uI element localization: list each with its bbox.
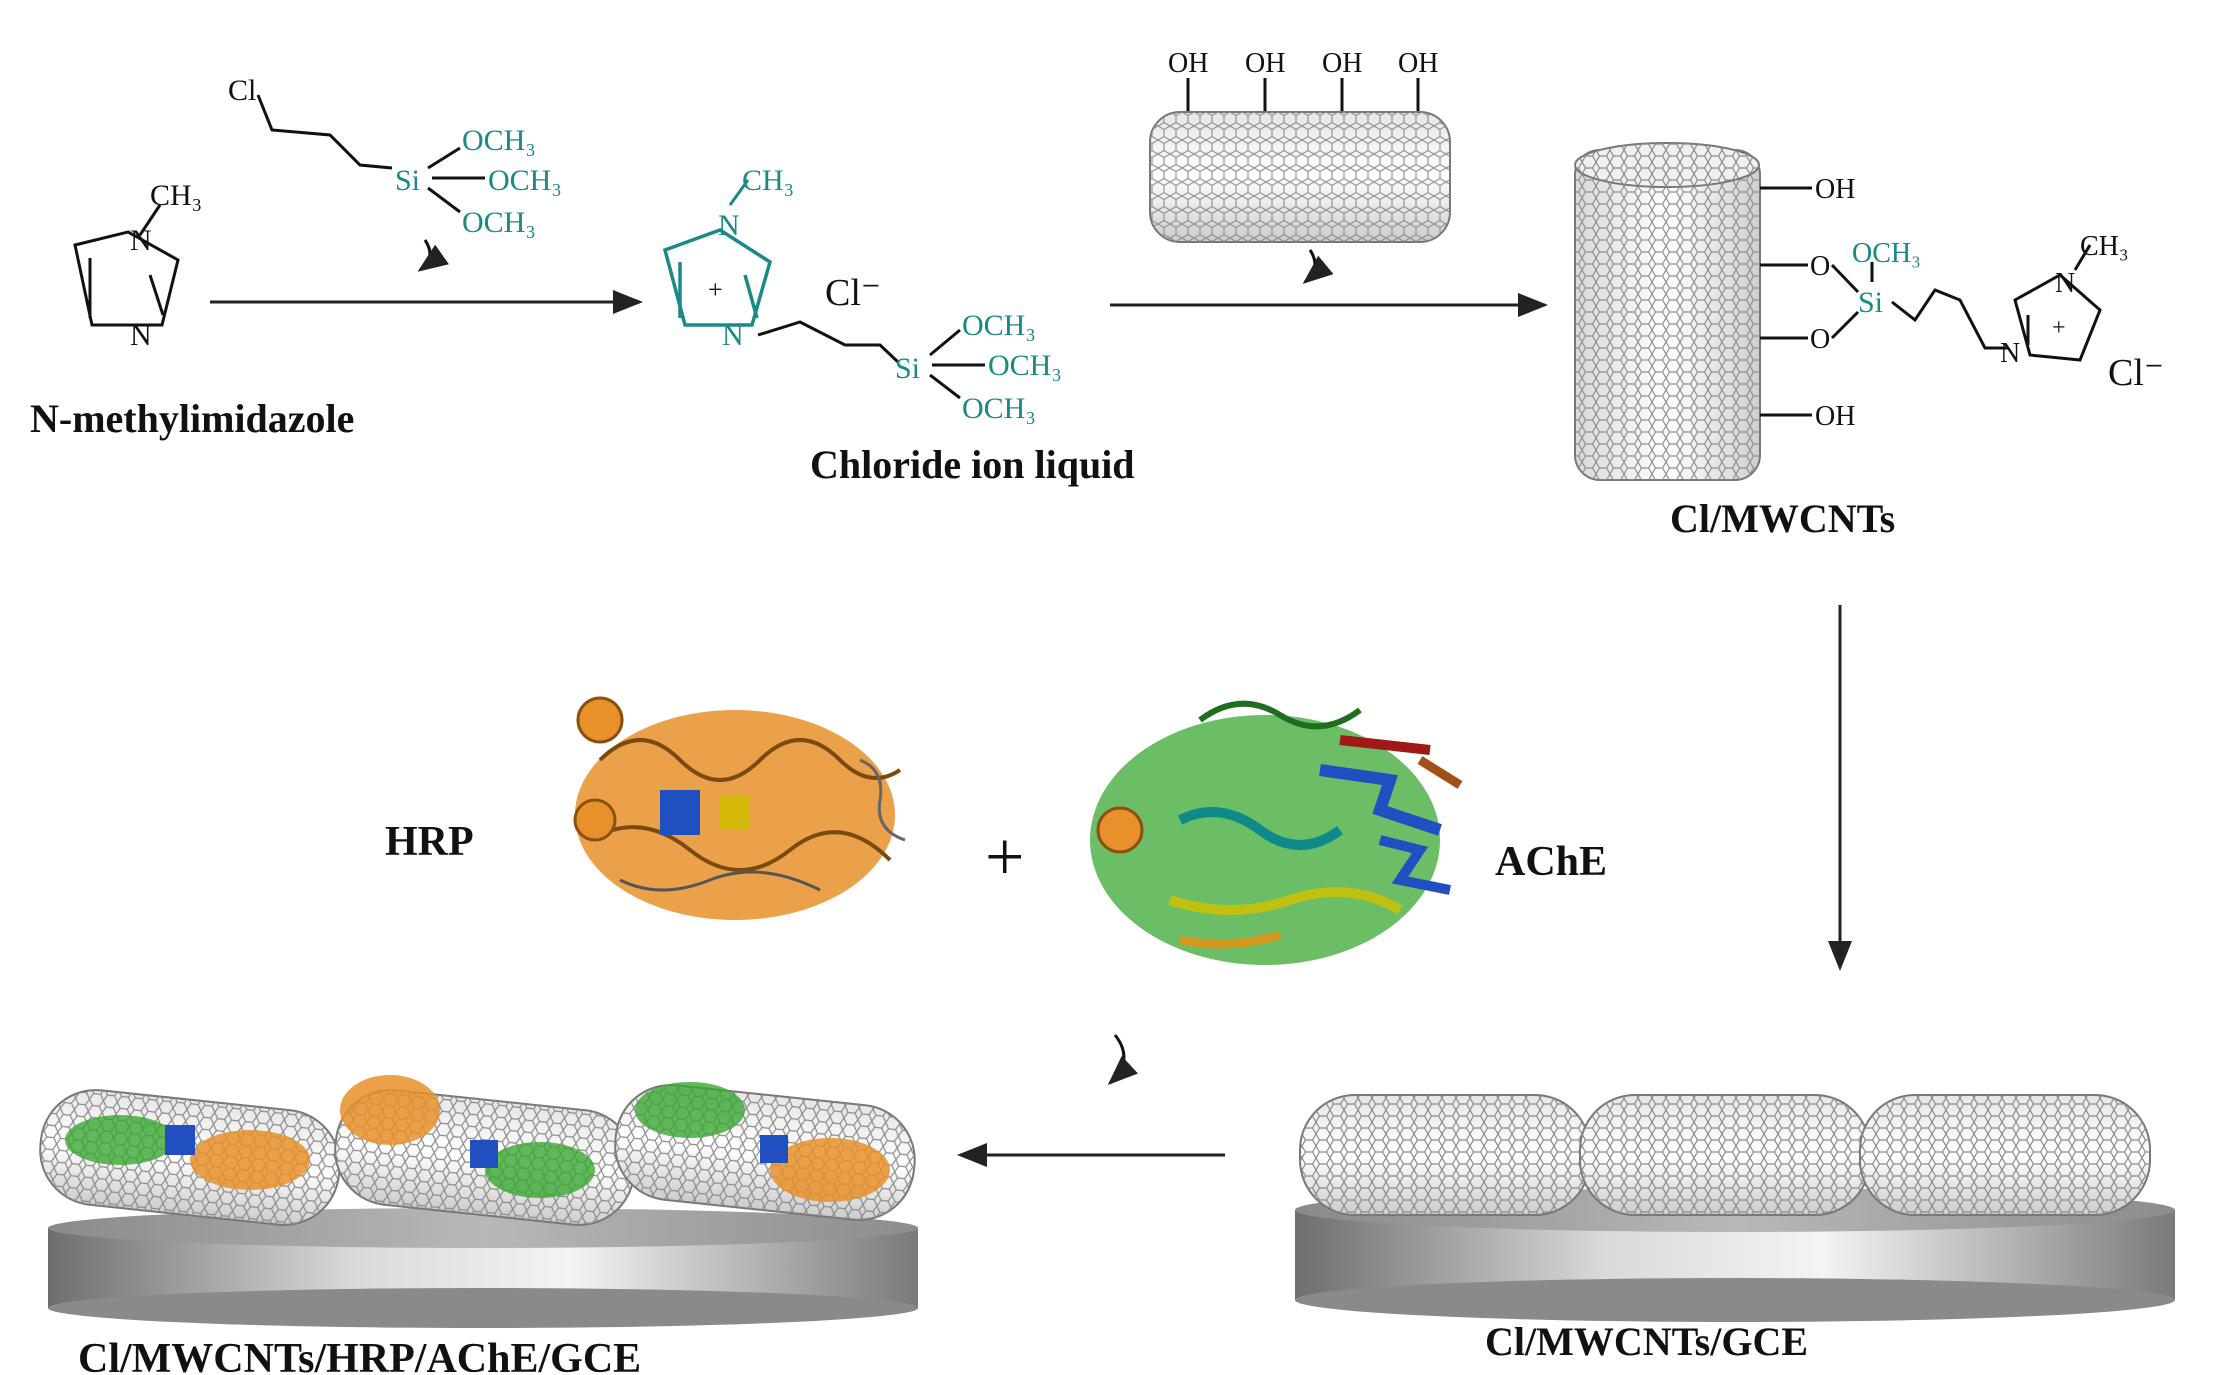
il-och3-1: OCH₃ bbox=[962, 309, 1036, 342]
label-hrp: HRP bbox=[385, 819, 474, 865]
il-cl-minus: Cl⁻ bbox=[825, 272, 881, 314]
fcnt-o-2: O bbox=[1810, 324, 1830, 355]
enzyme-cnt-tube-1 bbox=[39, 1089, 341, 1226]
cnt-tube-right-1 bbox=[1299, 1094, 1591, 1216]
enzyme-modified-electrode bbox=[39, 1075, 918, 1328]
fcnt-oh-top: OH bbox=[1815, 174, 1855, 205]
label-n-methylimidazole: N-methylimidazole bbox=[30, 396, 354, 441]
hydroxylated-cnt-reagent: OH OH OH OH bbox=[1149, 48, 1451, 284]
ache-protein-structure bbox=[1090, 700, 1463, 965]
n-methylimidazole-structure: N N CH₃ bbox=[73, 179, 202, 352]
silane-och3-1: OCH₃ bbox=[462, 124, 536, 157]
cnt-oh-4: OH bbox=[1398, 48, 1438, 79]
hrp-protein-structure bbox=[573, 696, 906, 920]
il-n-top: N bbox=[718, 209, 740, 242]
fcnt-cl-minus: Cl⁻ bbox=[2108, 352, 2164, 394]
fcnt-och3: OCH₃ bbox=[1852, 238, 1921, 269]
chloride-ionic-liquid-structure: N N + CH₃ Cl⁻ Si OCH₃ OCH₃ OCH₃ bbox=[662, 164, 1062, 425]
silane-si: Si bbox=[395, 164, 420, 197]
imidazole-ch3: CH₃ bbox=[150, 179, 202, 212]
label-cl-mwcnts-hrp-ache-gce: Cl/MWCNTs/HRP/AChE/GCE bbox=[78, 1336, 641, 1375]
curved-arrow-enzymes bbox=[1107, 1034, 1138, 1086]
il-ch3: CH₃ bbox=[742, 164, 794, 197]
fcnt-n-bottom: N bbox=[2000, 338, 2020, 369]
curved-arrow-reagent-1 bbox=[417, 239, 449, 272]
fcnt-ch3: CH₃ bbox=[2080, 231, 2129, 262]
cnt-tube-right-2 bbox=[1579, 1094, 1871, 1216]
il-och3-3: OCH₃ bbox=[962, 392, 1036, 425]
il-n-bottom: N bbox=[722, 319, 744, 352]
fcnt-n-top: N bbox=[2055, 268, 2075, 299]
il-och3-2: OCH₃ bbox=[988, 349, 1062, 382]
fcnt-oh-bottom: OH bbox=[1815, 401, 1855, 432]
silane-och3-3: OCH₃ bbox=[462, 206, 536, 239]
imidazole-n-bottom: N bbox=[130, 319, 152, 352]
fcnt-o-1: O bbox=[1810, 251, 1830, 282]
enzyme-cnt-tube-2 bbox=[334, 1075, 636, 1226]
enzyme-cnt-tube-3 bbox=[614, 1082, 916, 1221]
label-cl-mwcnts-gce: Cl/MWCNTs/GCE bbox=[1485, 1319, 1808, 1364]
plus-sign: + bbox=[985, 819, 1024, 896]
fcnt-si: Si bbox=[1858, 286, 1883, 319]
fcnt-plus: + bbox=[2052, 315, 2066, 341]
cnt-oh-2: OH bbox=[1245, 48, 1285, 79]
functionalized-cnt-structure: OH O O OH Si OCH₃ N N + CH₃ Cl⁻ bbox=[1574, 142, 2164, 481]
cl-mwcnts-gce-electrode bbox=[1295, 1094, 2175, 1322]
chloropropyl-silane-reagent: Cl Si OCH₃ OCH₃ OCH₃ bbox=[228, 74, 562, 272]
imidazole-n-top: N bbox=[130, 224, 152, 257]
il-si: Si bbox=[895, 352, 920, 385]
label-cl-mwcnts: Cl/MWCNTs bbox=[1670, 496, 1895, 541]
label-chloride-ion-liquid: Chloride ion liquid bbox=[810, 442, 1135, 487]
cnt-tube-right-3 bbox=[1859, 1094, 2151, 1216]
il-plus: + bbox=[708, 275, 723, 304]
label-ache: AChE bbox=[1495, 839, 1607, 885]
cnt-oh-3: OH bbox=[1322, 48, 1362, 79]
curved-arrow-reagent-2 bbox=[1302, 249, 1334, 284]
silane-och3-2: OCH₃ bbox=[488, 164, 562, 197]
silane-cl: Cl bbox=[228, 74, 256, 107]
cnt-oh-1: OH bbox=[1168, 48, 1208, 79]
